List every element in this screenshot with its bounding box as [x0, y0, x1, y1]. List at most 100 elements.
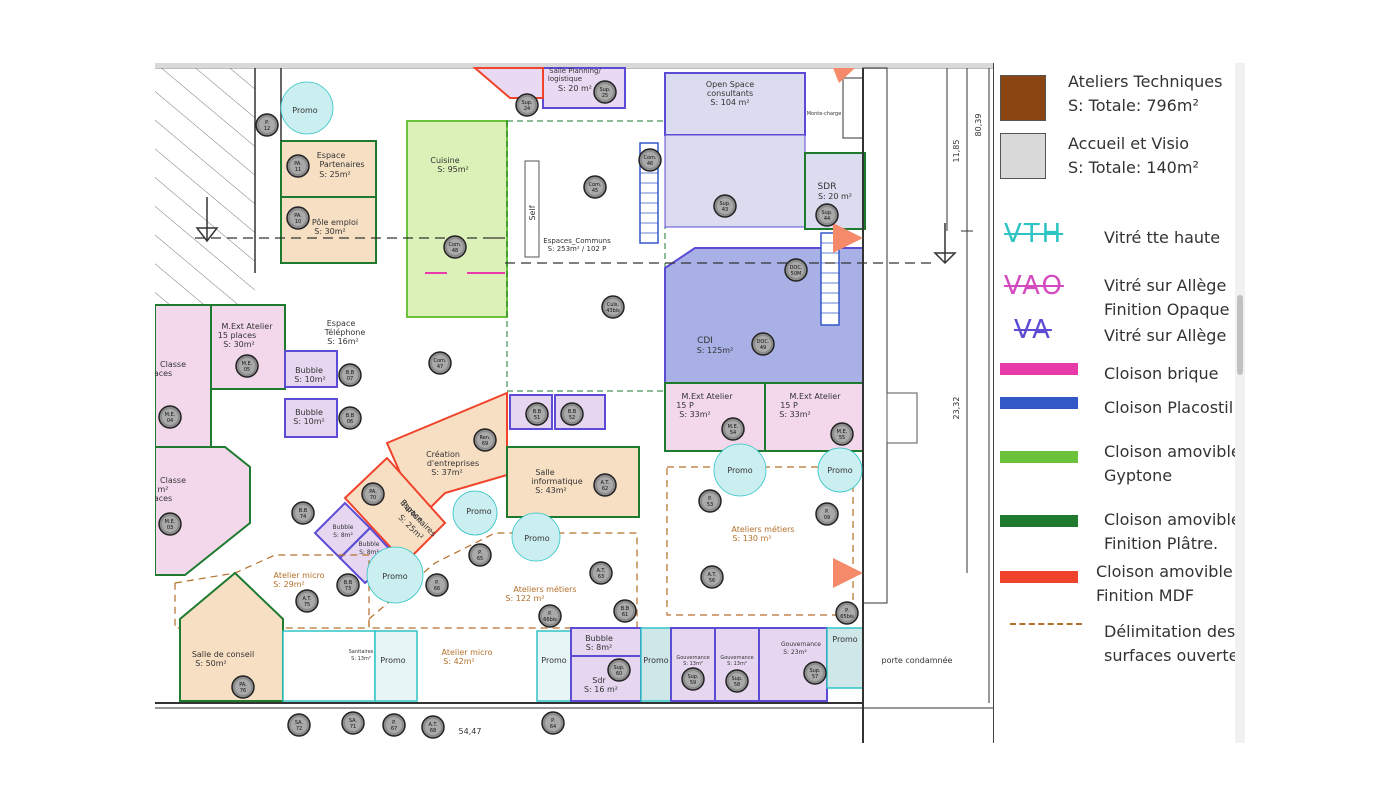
- room-tag-sup25: Sup.25: [593, 80, 617, 104]
- promo-zone: [280, 81, 334, 135]
- svg-text:CDI: CDI: [697, 336, 713, 346]
- svg-text:Bubble: Bubble: [295, 366, 323, 375]
- room-tag-text: 65bis: [840, 614, 854, 620]
- svg-text:Pôle emploi: Pôle emploi: [312, 217, 358, 227]
- legend-brique: Cloison brique: [1104, 364, 1219, 383]
- room-mext-54: [664, 382, 766, 452]
- svg-text:S: 253m² / 102 P: S: 253m² / 102 P: [548, 245, 607, 253]
- svg-text:S: 8m²: S: 8m²: [359, 549, 379, 556]
- room-tag-text: M.E.: [165, 412, 176, 418]
- room-tag-text: 10: [295, 219, 301, 225]
- room-tag-text: 60: [616, 671, 622, 677]
- room-tag-sup44: Sup.44: [815, 203, 839, 227]
- legend-ateliers-title: Ateliers Techniques: [1068, 72, 1223, 91]
- svg-text:S: 8m²: S: 8m²: [333, 532, 353, 539]
- room-tag-text: 58: [734, 682, 740, 688]
- room-tag-text: Com.: [588, 182, 601, 188]
- room-tag-text: PA.: [294, 161, 302, 167]
- legend-mdf-1: Cloison amovible: [1096, 562, 1233, 581]
- room-tag-text: P.: [392, 720, 396, 726]
- room-tag-text: 61: [622, 612, 628, 618]
- room-tag-p09: P.09: [815, 502, 839, 526]
- room-tag-bb51: B.B51: [525, 402, 549, 426]
- svg-text:S: 42m²: S: 42m²: [443, 657, 475, 666]
- legend-vao-text1: Vitré sur Allège: [1104, 276, 1227, 295]
- svg-text:Sdr: Sdr: [592, 676, 606, 685]
- room-tag-text: 66: [434, 586, 440, 592]
- svg-text:S: 16 m²: S: 16 m²: [584, 685, 618, 694]
- room-tag-sup57: Sup.57: [803, 661, 827, 685]
- room-tag-text: PA.: [294, 213, 302, 219]
- room-tag-at75: A.T.75: [295, 589, 319, 613]
- swatch-platre: [1000, 515, 1078, 527]
- room-tag-p53: P.53: [698, 489, 722, 513]
- room-tag-pa76: PA.76: [231, 675, 255, 699]
- room-tag-text: P.: [551, 718, 555, 724]
- svg-text:Open Space: Open Space: [706, 80, 754, 89]
- room-tag-text: 54: [730, 430, 736, 436]
- room-tag-p65: P.65: [468, 543, 492, 567]
- room-tag-text: M.E.: [837, 429, 848, 435]
- room-tag-text: 56: [709, 578, 715, 584]
- svg-text:M.Ext Atelier: M.Ext Atelier: [682, 392, 734, 401]
- room-tag-bb52: B.B52: [560, 402, 584, 426]
- legend-vao-symbol: VAO: [1004, 271, 1064, 301]
- room-tag-text: M.E.: [728, 424, 739, 430]
- room-tag-text: DOC.: [757, 339, 770, 345]
- svg-text:Espaces_Communs: Espaces_Communs: [543, 237, 611, 245]
- room-tag-text: P.: [825, 509, 829, 515]
- room-tag-text: 67: [391, 726, 397, 732]
- room-tag-text: DOC.: [790, 265, 803, 271]
- svg-text:S: 13m²: S: 13m²: [683, 661, 703, 667]
- svg-text:S: 50m²: S: 50m²: [195, 659, 227, 668]
- room-tag-com46: Com.46: [638, 148, 662, 172]
- room-tag-text: 66bis: [543, 617, 557, 623]
- room-tag-text: B.B: [621, 606, 630, 612]
- svg-text:S: 20 m²: S: 20 m²: [818, 192, 852, 201]
- room-tag-text: B.B: [346, 413, 355, 419]
- vertical-scrollbar[interactable]: [1235, 63, 1245, 743]
- svg-text:S: 43m²: S: 43m²: [535, 486, 567, 495]
- swatch-delim: [1010, 623, 1082, 625]
- room-tag-text: 50M: [791, 271, 802, 277]
- room-tag-text: A.T.: [303, 596, 312, 602]
- plan-viewer[interactable]: Promo Espace Partenaires S: 25m² Pôle em…: [155, 63, 1245, 743]
- promo-zone: [817, 447, 863, 493]
- svg-text:S: 13m²: S: 13m²: [351, 656, 371, 662]
- room-tag-text: B.B: [568, 409, 577, 415]
- svg-text:Promo: Promo: [524, 534, 549, 543]
- room-tag-bb06: B.B06: [338, 406, 362, 430]
- room-salle-informatique: [506, 446, 640, 518]
- legend-accueil-title: Accueil et Visio: [1068, 134, 1190, 153]
- svg-text:Bubble: Bubble: [333, 524, 354, 531]
- svg-text:Gouvernance: Gouvernance: [720, 655, 753, 661]
- room-tag-text: B.B: [344, 580, 353, 586]
- legend-placo: Cloison Placostil: [1104, 398, 1234, 417]
- svg-text:S: 33m²: S: 33m²: [779, 410, 811, 419]
- room-salle-conseil: [179, 571, 284, 702]
- svg-text:Bubble: Bubble: [359, 541, 380, 548]
- room-tag-me04: M.E.04: [158, 405, 182, 429]
- legend-va-symbol: VA: [1014, 315, 1052, 345]
- room-tag-culs43bis: Culs.43bis: [601, 295, 625, 319]
- room-tag-sup24: Sup.24: [515, 93, 539, 117]
- room-tag-bb74: B.B74: [291, 501, 315, 525]
- svg-text:S: 30m²: S: 30m²: [314, 227, 346, 236]
- room-tag-p65bis: P.65bis: [835, 601, 859, 625]
- room-tag-text: 46: [647, 161, 653, 167]
- room-tag-me55: M.E.55: [830, 422, 854, 446]
- svg-text:M.Ext Atelier: M.Ext Atelier: [790, 392, 842, 401]
- svg-text:Création: Création: [426, 449, 460, 459]
- floor-plan: Promo Espace Partenaires S: 25m² Pôle em…: [155, 67, 993, 743]
- svg-text:SDR: SDR: [818, 182, 837, 192]
- room-tag-sup59: Sup.59: [681, 667, 705, 691]
- svg-text:Promo: Promo: [832, 635, 857, 644]
- svg-text:informatique: informatique: [531, 477, 582, 486]
- swatch-mdf: [1000, 571, 1078, 583]
- room-espace-partenaires: [280, 140, 377, 198]
- svg-text:Promo: Promo: [382, 572, 407, 581]
- svg-text:23,32: 23,32: [952, 397, 961, 420]
- scrollbar-thumb[interactable]: [1237, 295, 1243, 375]
- legend-vth-text: Vitré tte haute: [1104, 228, 1221, 247]
- svg-text:Cuisine: Cuisine: [430, 156, 459, 165]
